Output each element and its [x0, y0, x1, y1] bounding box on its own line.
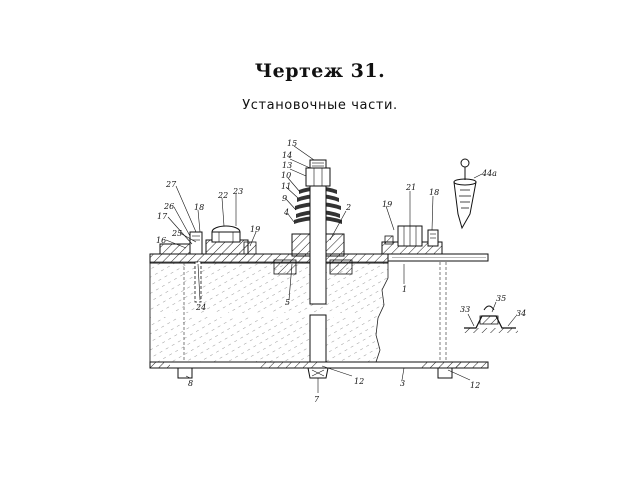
label-25: 25 — [171, 229, 182, 238]
label-26: 26 — [163, 202, 174, 211]
label-22: 22 — [217, 191, 228, 200]
label-17: 17 — [157, 212, 168, 221]
label-5: 5 — [285, 298, 290, 307]
label-3: 3 — [400, 379, 405, 388]
bottom-plate — [149, 361, 489, 369]
label-7: 7 — [314, 395, 320, 404]
label-15: 15 — [287, 139, 297, 148]
label-35: 35 — [496, 294, 506, 303]
label-8: 8 — [188, 379, 193, 388]
guide-lines — [183, 262, 447, 362]
leader-lines — [165, 145, 517, 393]
base-block — [149, 261, 389, 363]
detail-44a — [453, 158, 483, 230]
page-subtitle: Установочные части. — [242, 98, 398, 113]
label-21: 21 — [405, 183, 416, 192]
central-bolt-assembly — [273, 159, 353, 379]
label-12-right: 12 — [470, 381, 480, 390]
label-19-right: 19 — [382, 200, 392, 209]
bottom-feet — [177, 367, 453, 379]
detail-33-34-35 — [462, 305, 518, 333]
right-terminal — [381, 225, 443, 255]
label-23: 23 — [232, 187, 243, 196]
part-labels: 15 14 13 10 11 9 4 27 26 17 16 25 18 22 … — [156, 139, 526, 404]
label-18-left: 18 — [194, 203, 204, 212]
label-9: 9 — [282, 194, 287, 203]
label-19-left: 19 — [250, 225, 260, 234]
label-4: 4 — [283, 208, 289, 217]
label-13: 13 — [282, 161, 292, 170]
label-2: 2 — [345, 203, 351, 212]
label-27: 27 — [165, 180, 177, 189]
label-1: 1 — [402, 285, 407, 294]
left-terminal — [159, 225, 257, 303]
label-14: 14 — [282, 151, 292, 160]
label-33: 33 — [460, 305, 470, 314]
label-16: 16 — [156, 236, 166, 245]
page-title: Чертеж 31. — [254, 60, 386, 82]
label-18-right: 18 — [429, 188, 439, 197]
label-24: 24 — [195, 303, 206, 312]
top-plate — [149, 253, 489, 264]
label-44a: 44а — [481, 169, 497, 178]
label-34: 34 — [516, 309, 526, 318]
label-10: 10 — [281, 171, 291, 180]
label-11: 11 — [281, 182, 291, 191]
label-12-center: 12 — [354, 377, 364, 386]
